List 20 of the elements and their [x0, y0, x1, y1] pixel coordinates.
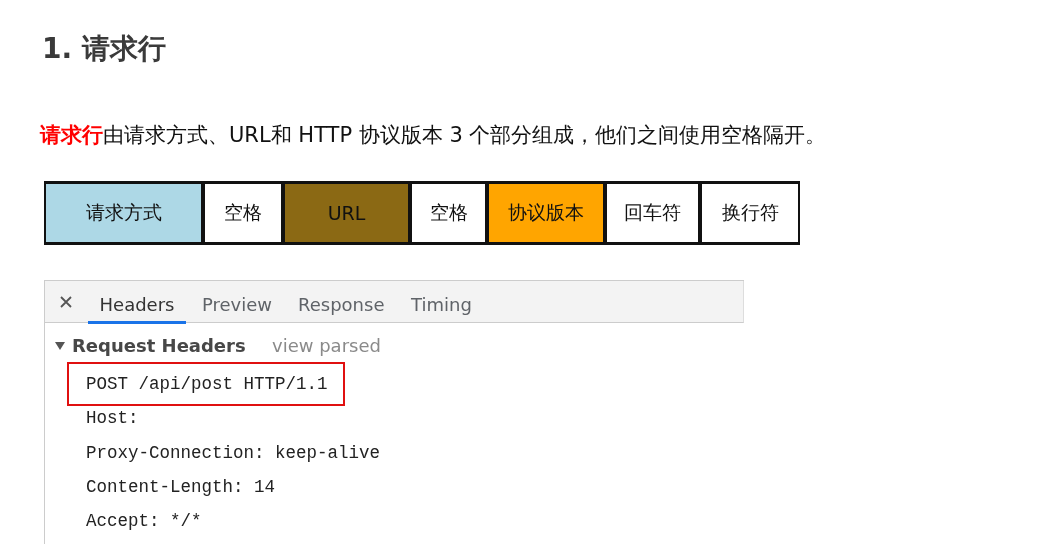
active-tab: Headers	[88, 291, 186, 324]
field-cell: 请求方式	[44, 181, 203, 245]
section-heading: Request Headers	[72, 334, 246, 358]
view-parsed-link: view parsed	[272, 334, 381, 358]
field-cell: 换行符	[700, 181, 800, 245]
field-cell: 空格	[203, 181, 283, 245]
field-cell: URL	[283, 181, 410, 245]
field-cell: 回车符	[605, 181, 700, 245]
tab-label: Timing	[411, 293, 472, 317]
tab-label: Response	[298, 293, 385, 317]
header-line: Host:	[86, 407, 139, 429]
field-cell: 协议版本	[487, 181, 605, 245]
tab-label: Preview	[202, 293, 273, 317]
field-cell: 空格	[410, 181, 487, 245]
heading: 1. 请求行	[42, 31, 166, 67]
header-line: Accept: */*	[86, 510, 202, 532]
header-line: Content-Length: 14	[86, 476, 276, 498]
highlight-box: POST /api/post HTTP/1.1	[67, 362, 345, 406]
header-line: Proxy-Connection: keep-alive	[86, 442, 381, 464]
description-text: 请求行由请求方式、URL和 HTTP 协议版本 3 个部分组成，他们之间使用空格隔开。	[40, 122, 827, 149]
